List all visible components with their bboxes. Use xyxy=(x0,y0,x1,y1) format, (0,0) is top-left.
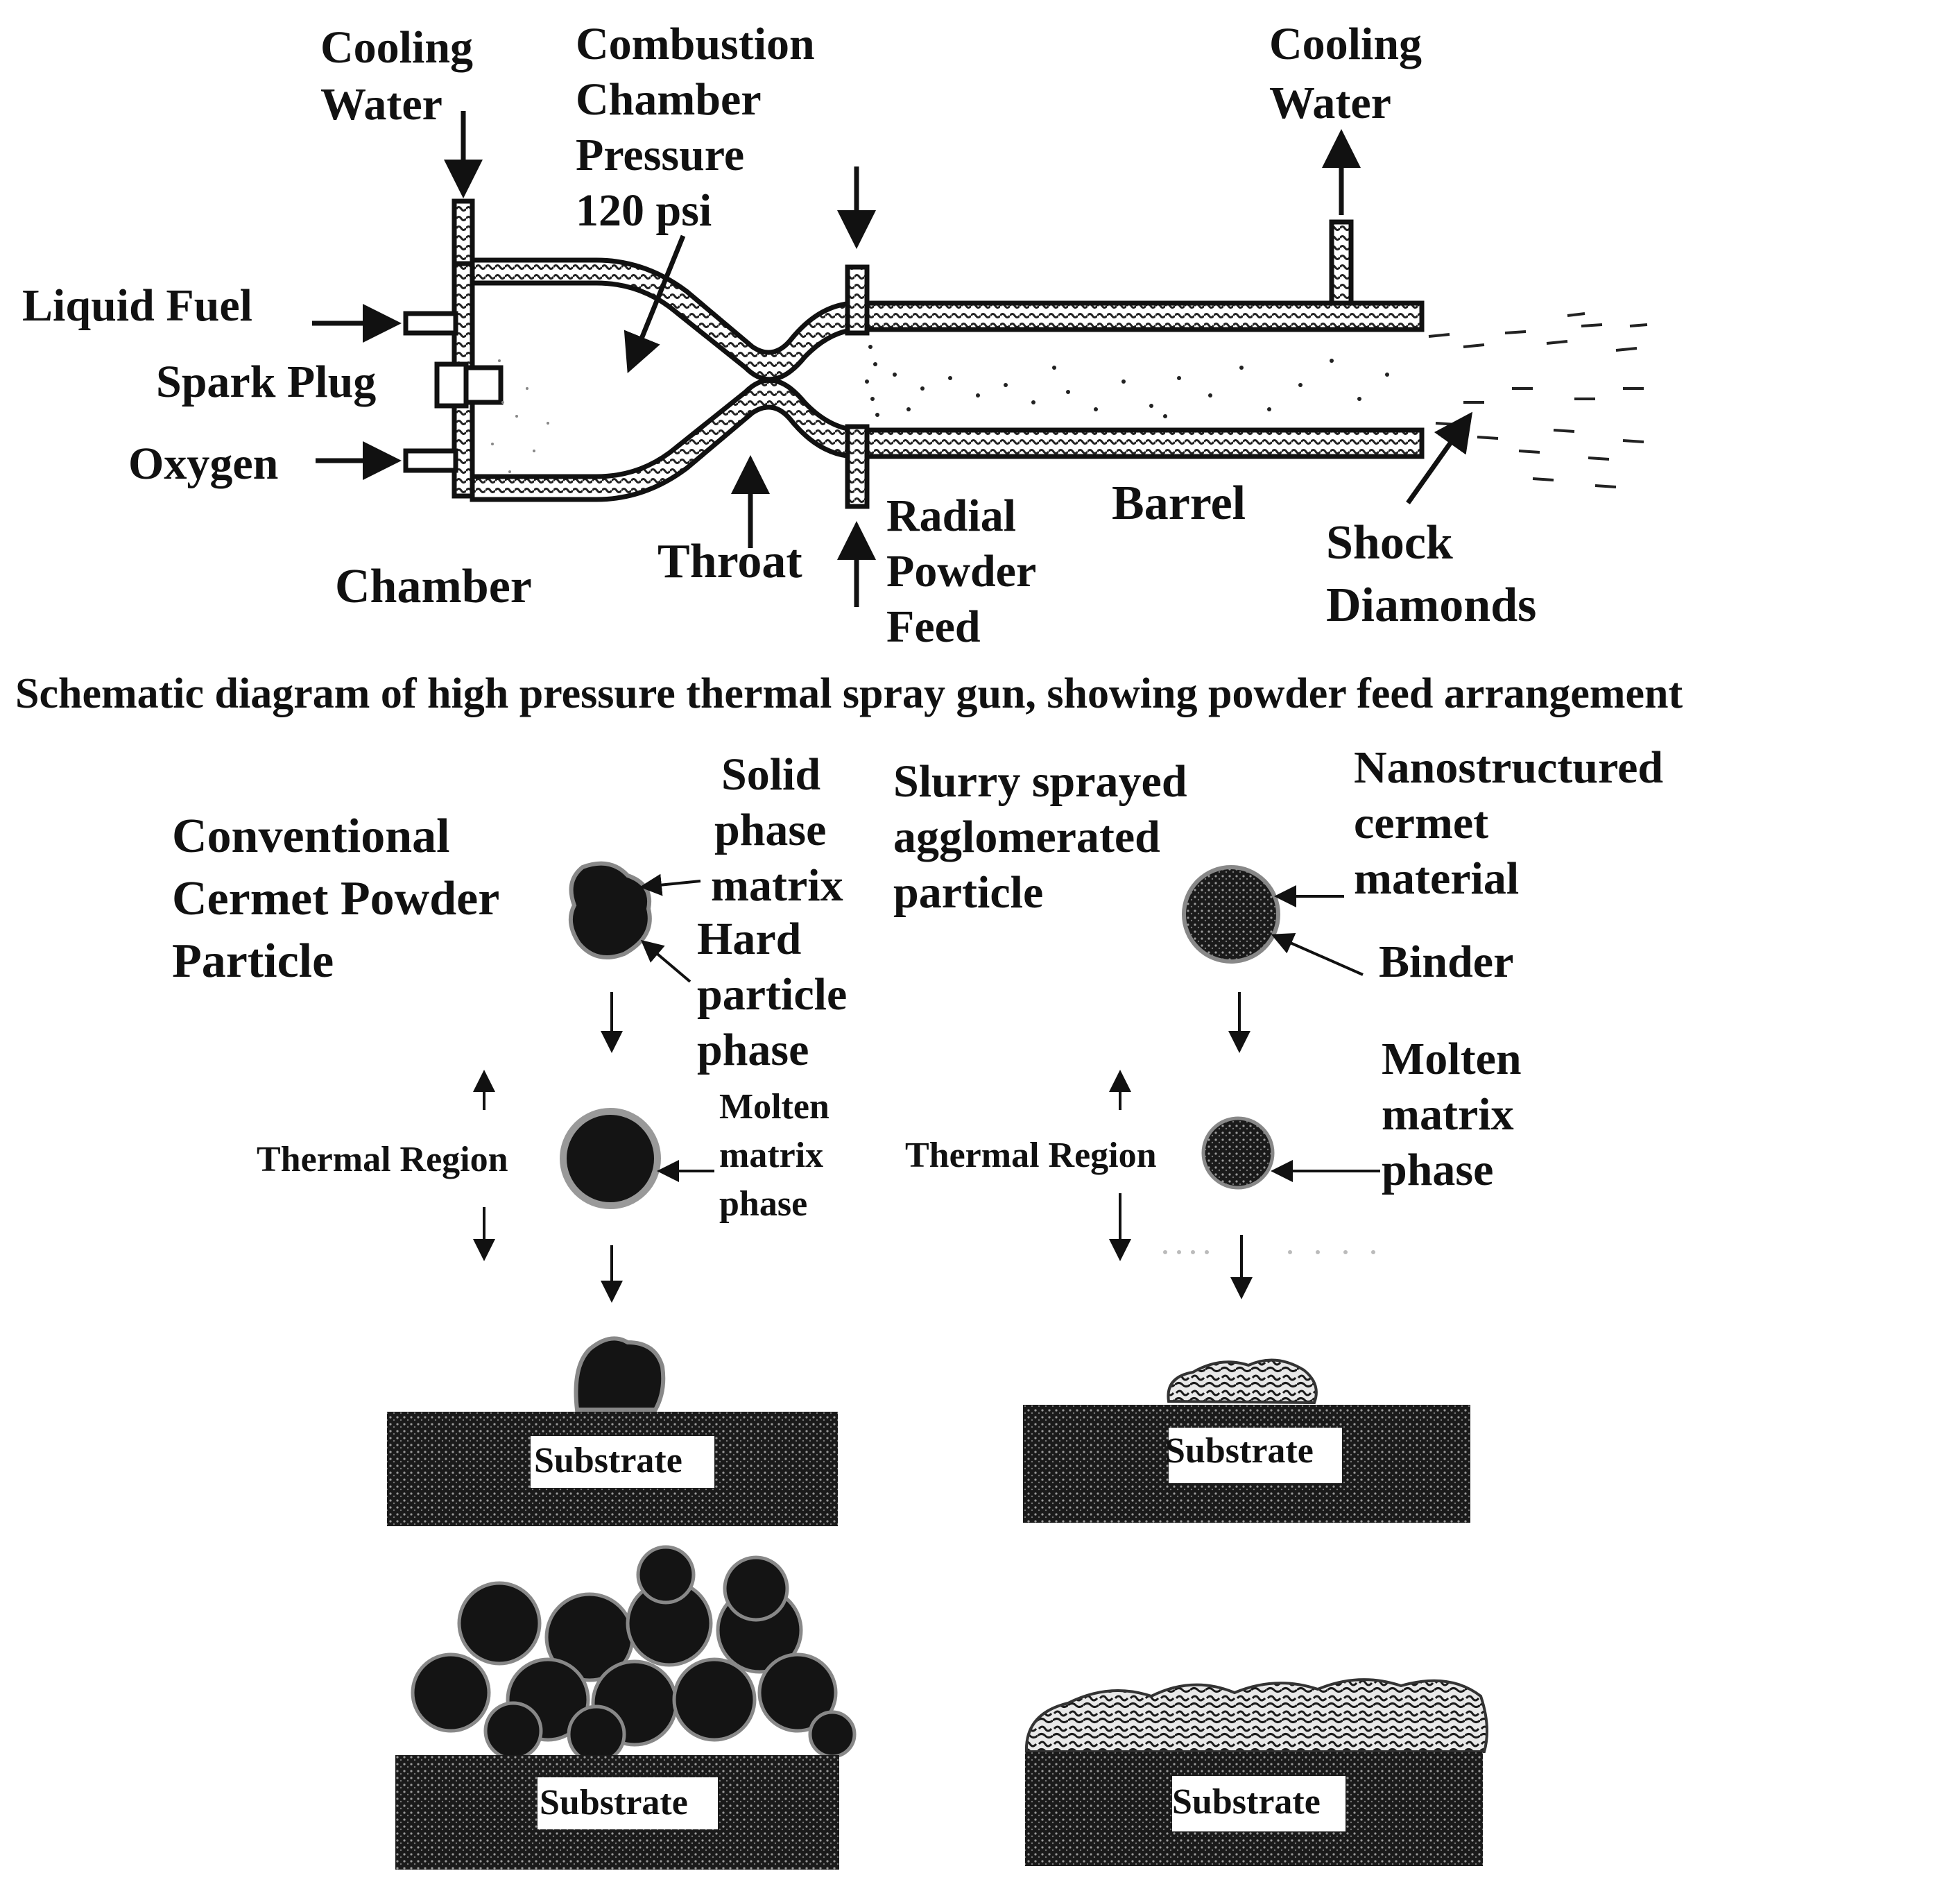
throat-label: Throat xyxy=(657,535,802,588)
spark-plug-tip xyxy=(463,365,504,405)
figure-caption: Schematic diagram of high pressure therm… xyxy=(15,670,1683,717)
shock-diamonds-spray xyxy=(1428,312,1648,488)
molten-particle xyxy=(560,1108,661,1209)
powder-particles xyxy=(865,345,1389,418)
conventional-thermal-region-label: Thermal Region xyxy=(257,1140,508,1179)
nano-substrate-label-box-2 xyxy=(1172,1776,1346,1831)
solid-phase-matrix-label: Solid phase matrix xyxy=(711,749,843,911)
chamber-upper-wall xyxy=(470,257,1425,382)
conventional-molten-matrix-label: Molten matrix phase xyxy=(719,1087,839,1224)
spray-gun xyxy=(403,198,1648,509)
hard-particle-pointer xyxy=(640,939,691,983)
substrate-label-1: Substrate xyxy=(534,1441,682,1480)
nano-molten-particle xyxy=(1201,1116,1275,1190)
nanostructured-panel: Slurry sprayed agglomerated particle Nan… xyxy=(893,742,1675,1866)
cooling-outlet-pipe xyxy=(1329,219,1354,306)
conventional-title: Conventional Cermet Powder Particle xyxy=(172,810,511,988)
nanostructured-particle xyxy=(1182,865,1280,964)
impacted-particle xyxy=(574,1336,666,1412)
cooling-water-in-label: Cooling Water xyxy=(320,22,485,130)
combustion-arrow xyxy=(624,234,686,373)
shock-diamonds-arrow xyxy=(1406,411,1473,505)
slurry-sprayed-label: Slurry sprayed agglomerated particle xyxy=(893,756,1198,918)
oxygen-label: Oxygen xyxy=(128,438,278,489)
binder-label: Binder xyxy=(1379,937,1513,987)
gun-arrows xyxy=(312,111,1473,607)
chamber-gas-speckle xyxy=(491,359,549,473)
spark-plug xyxy=(434,361,469,409)
cooling-inlet-pipe xyxy=(452,198,475,266)
conventional-panel: Conventional Cermet Powder Particle Soli… xyxy=(172,749,859,1870)
nano-substrate-label-1: Substrate xyxy=(1165,1431,1314,1471)
substrate-label-2: Substrate xyxy=(540,1783,688,1822)
conventional-coating xyxy=(411,1545,857,1764)
barrel-flange-bottom xyxy=(845,424,870,509)
barrel-label: Barrel xyxy=(1112,477,1246,530)
nano-substrate-label-box-1 xyxy=(1169,1428,1342,1483)
nanostructured-coating xyxy=(1024,1678,1488,1753)
hard-particle-phase-label: Hard particle phase xyxy=(697,914,859,1075)
spark-plug-label: Spark Plug xyxy=(156,357,376,407)
nano-dotted-line xyxy=(1163,1250,1375,1254)
cooling-water-out-label: Cooling Water xyxy=(1269,19,1434,128)
radial-powder-feed-label: Radial Powder Feed xyxy=(886,490,1047,652)
substrate-label-box-2 xyxy=(538,1777,718,1829)
nano-substrate-label-2: Substrate xyxy=(1172,1782,1321,1822)
chamber-lower-wall xyxy=(470,377,1425,502)
nano-thermal-region-label: Thermal Region xyxy=(905,1136,1157,1175)
binder-pointer xyxy=(1271,933,1364,976)
barrel-flange-top xyxy=(845,264,870,336)
combustion-chamber-label: Combustion Chamber Pressure 120 psi xyxy=(576,19,826,236)
nano-molten-matrix-label: Molten matrix phase xyxy=(1382,1034,1533,1195)
nano-impacted-particle xyxy=(1167,1358,1318,1405)
solid-phase-pointer xyxy=(639,873,701,896)
shock-diamonds-label: Shock Diamonds xyxy=(1326,516,1536,632)
cermet-powder-particle xyxy=(568,861,652,959)
substrate-label-box-1 xyxy=(531,1436,714,1488)
fuel-inlet-tube xyxy=(403,311,458,336)
liquid-fuel-label: Liquid Fuel xyxy=(22,280,252,331)
nanostructured-cermet-label: Nanostructured cermet material xyxy=(1354,742,1675,904)
oxygen-inlet-tube xyxy=(403,448,458,473)
chamber-label: Chamber xyxy=(335,560,532,613)
